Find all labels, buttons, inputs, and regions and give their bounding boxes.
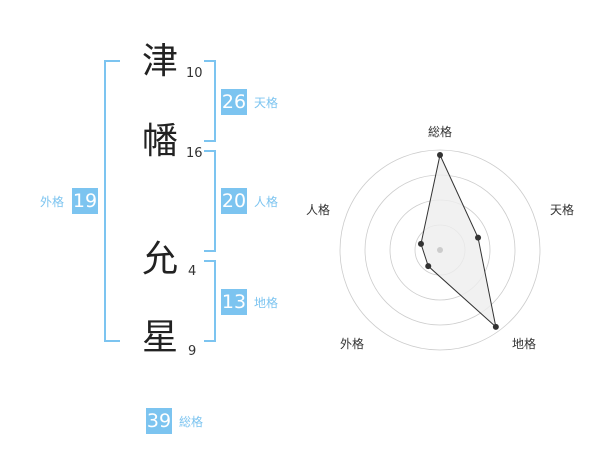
stroke-count-3: 4 <box>188 264 197 279</box>
name-char-4: 星 <box>141 317 178 358</box>
soukaku-label: 総格 <box>179 415 204 429</box>
radar-ring <box>364 174 516 326</box>
radar-point-0 <box>437 152 443 158</box>
jinkaku-bracket <box>204 150 216 252</box>
radar-label-tenkaku: 天格 <box>549 203 574 217</box>
name-char-3: 允 <box>141 239 178 280</box>
tenkaku-label: 天格 <box>254 96 279 110</box>
chikaku-value: 13 <box>221 289 247 315</box>
gaikaku-value: 19 <box>72 188 98 214</box>
radar-label-jinkaku: 人格 <box>305 203 330 217</box>
radar-point-4 <box>417 240 424 247</box>
radar-point-3 <box>425 263 432 270</box>
radar-center <box>437 247 443 253</box>
jinkaku-value: 20 <box>221 188 247 214</box>
radar-label-soukaku: 総格 <box>427 125 452 139</box>
radar-ring <box>389 199 491 301</box>
stroke-count-4: 9 <box>188 344 197 359</box>
gaikaku-label: 外格 <box>40 195 65 209</box>
radar-ring <box>414 224 466 276</box>
chikaku-label: 地格 <box>254 296 279 310</box>
stroke-count-1: 10 <box>186 66 203 81</box>
radar-ring <box>339 149 541 351</box>
chikaku-bracket <box>204 260 216 342</box>
gaikaku-bracket <box>104 60 120 342</box>
tenkaku-bracket <box>204 60 216 142</box>
name-char-2: 幡 <box>141 121 178 162</box>
name-char-1: 津 <box>141 41 178 82</box>
radar-label-gaikaku: 外格 <box>339 337 364 351</box>
jinkaku-label: 人格 <box>254 195 279 209</box>
soukaku-value: 39 <box>146 408 172 434</box>
radar-polygon <box>420 153 497 329</box>
radar-point-2 <box>492 323 499 330</box>
radar-point-1 <box>475 234 482 241</box>
tenkaku-value: 26 <box>221 89 247 115</box>
stroke-count-2: 16 <box>186 146 203 161</box>
radar-label-chikaku: 地格 <box>511 337 536 351</box>
